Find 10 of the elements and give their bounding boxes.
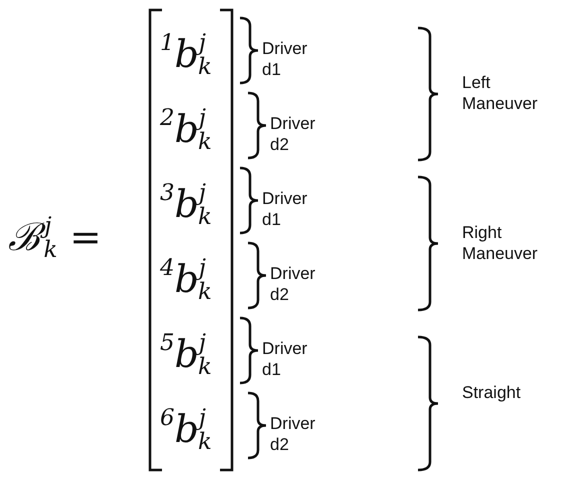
driver-label: Driver d2	[270, 413, 316, 456]
maneuver-label: Left Maneuver	[462, 72, 539, 114]
driver-label: Driver d1	[262, 38, 308, 80]
driver-label: Driver d1	[262, 338, 308, 380]
equation-symbol: ℬ$^{j}$$_{k}$ =	[8, 215, 102, 262]
driver-label: Driver d1	[262, 188, 308, 230]
driver-label: Driver d2	[270, 263, 316, 306]
maneuver-label: Straight	[462, 382, 522, 403]
maneuver-label: Right Maneuver	[462, 222, 539, 264]
driver-label: Driver d2	[270, 113, 316, 156]
